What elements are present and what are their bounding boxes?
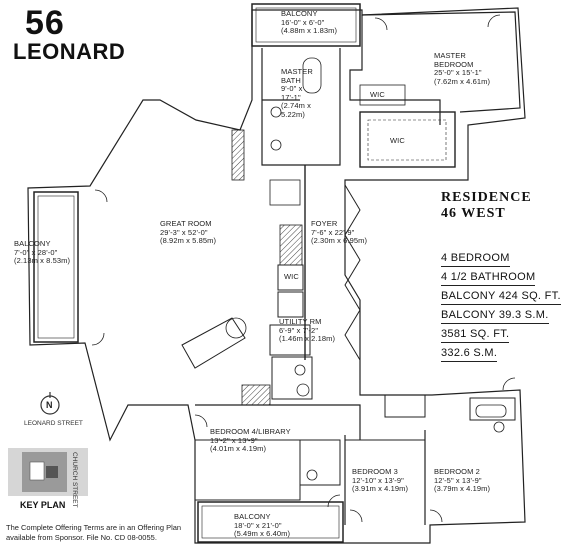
room-label-master-bedroom: MASTER BEDROOM 25'-0" x 15'-1" (7.62m x … [434, 51, 491, 86]
room-label-great-room: GREAT ROOM 29'-3" x 52'-0" (8.92m x 5.85… [160, 219, 217, 245]
stat-bathrooms: 4 1/2 BATHROOM [441, 272, 561, 291]
church-street-label: CHURCH STREET [71, 452, 78, 508]
residence-title: RESIDENCE 46 WEST [441, 190, 532, 222]
room-label-bedroom-4: BEDROOM 4/LIBRARY 13'-2" x 13'-9" (4.01m… [210, 427, 291, 453]
hatched-walls [231, 129, 303, 406]
brand-number: 56 [25, 4, 65, 42]
room-label-foyer: FOYER 7'-6" x 22'-9" (2.30m x 6.95m) [311, 219, 368, 245]
room-label-bedroom-3: BEDROOM 3 12'-10" x 13'-9" (3.91m x 4.19… [352, 467, 409, 493]
stat-total-sqm: 332.6 S.M. [441, 348, 561, 367]
brand-name: LEONARD [13, 39, 126, 64]
room-label-balcony-left: BALCONY 7'-0" x 28'-0" (2.13m x 8.53m) [14, 239, 71, 265]
footer-line-2: available from Sponsor. File No. CD 08-0… [6, 533, 157, 542]
footer-disclaimer: The Complete Offering Terms are in an Of… [6, 523, 206, 543]
residence-title-line2: 46 WEST [441, 206, 506, 221]
compass-icon [40, 392, 60, 415]
room-label-wic-2: WIC [390, 136, 405, 145]
stat-bedrooms: 4 BEDROOM [441, 253, 561, 272]
walls [27, 3, 526, 544]
stat-balcony-sqft: BALCONY 424 SQ. FT. [441, 291, 561, 310]
footer-line-1: The Complete Offering Terms are in an Of… [6, 523, 182, 532]
room-label-bedroom-2: BEDROOM 2 12'-5" x 13'-9" (3.79m x 4.19m… [434, 467, 491, 493]
leonard-street-label: LEONARD STREET [24, 420, 83, 427]
room-label-balcony-bottom: BALCONY 18'-0" x 21'-0" (5.49m x 6.40m) [234, 512, 291, 538]
room-label-wic-1: WIC [370, 90, 385, 99]
residence-title-line1: RESIDENCE [441, 190, 532, 205]
residence-stats: 4 BEDROOM 4 1/2 BATHROOM BALCONY 424 SQ.… [441, 253, 561, 367]
room-label-balcony-top: BALCONY 16'-0" x 6'-0" (4.88m x 1.83m) [281, 9, 338, 35]
room-label-wic-3: WIC [284, 272, 299, 281]
key-plan-drawing [8, 448, 88, 496]
key-plan-label: KEY PLAN [20, 500, 66, 510]
stat-total-sqft: 3581 SQ. FT. [441, 329, 561, 348]
room-label-utility: UTILITY RM 6'-9" x 7'-2" (1.46m x 2.18m) [279, 317, 336, 343]
room-label-master-bath: MASTER BATH 9'-0" x 17'-1" (2.74m x 5.22… [281, 67, 313, 119]
stat-balcony-sqm: BALCONY 39.3 S.M. [441, 310, 561, 329]
compass-letter: N [46, 400, 53, 410]
